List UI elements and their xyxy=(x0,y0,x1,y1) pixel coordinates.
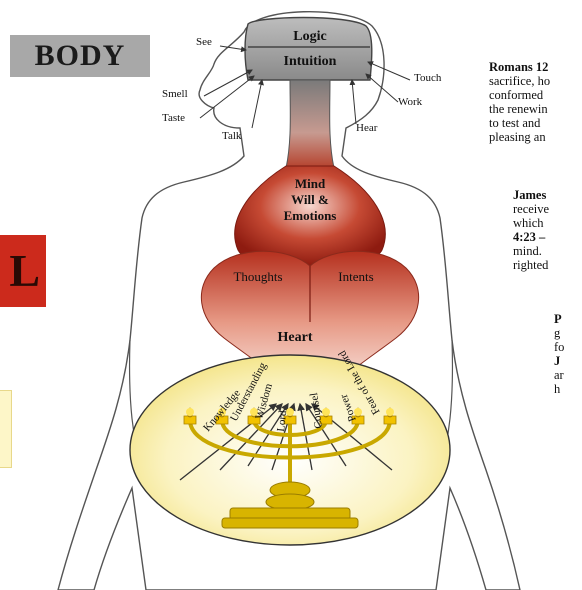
thoughts-label: Thoughts xyxy=(233,269,282,284)
verse-romans-line: to test and xyxy=(489,116,550,130)
sense-see: See xyxy=(196,36,212,48)
sense-smell: Smell xyxy=(162,88,188,100)
verse-james-line: receive xyxy=(513,202,549,216)
sense-talk: Talk xyxy=(222,130,241,142)
verse-romans-line: pleasing an xyxy=(489,130,550,144)
neck-channel xyxy=(286,80,334,168)
spirit-word: Lord xyxy=(275,409,289,432)
verse-third-ref-p: P xyxy=(554,312,562,326)
verse-romans: Romans 12 sacrifice, ho conformed the re… xyxy=(489,60,550,144)
will-label: Will & xyxy=(291,192,329,207)
verse-third-line: fo xyxy=(554,340,564,354)
mind-label: Mind xyxy=(295,176,326,191)
heart-label: Heart xyxy=(278,330,313,345)
verse-third-line: ar xyxy=(554,368,564,382)
emotions-label: Emotions xyxy=(284,208,337,223)
sense-touch: Touch xyxy=(414,72,441,84)
verse-james-line: mind. xyxy=(513,244,549,258)
sense-work: Work xyxy=(398,96,422,108)
verse-third-line: h xyxy=(554,382,564,396)
verse-third-ref-j: J xyxy=(554,354,560,368)
intents-label: Intents xyxy=(338,269,373,284)
verse-james-ref2: 4:23 – xyxy=(513,230,545,244)
verse-romans-line: the renewin xyxy=(489,102,550,116)
logic-label: Logic xyxy=(293,29,326,44)
sense-taste: Taste xyxy=(162,112,185,124)
verse-third-line: g xyxy=(554,326,564,340)
verse-third: P g fo J ar h xyxy=(554,312,564,396)
brain-area xyxy=(245,18,372,81)
verse-james-line: righted xyxy=(513,258,549,272)
verse-romans-ref: Romans 12 xyxy=(489,60,548,74)
verse-james: James receive which 4:23 – mind. righted xyxy=(513,188,549,272)
verse-romans-line: sacrifice, ho xyxy=(489,74,550,88)
verse-james-ref: James xyxy=(513,188,546,202)
sense-hear: Hear xyxy=(356,122,377,134)
verse-james-line: which xyxy=(513,216,549,230)
verse-romans-line: conformed xyxy=(489,88,550,102)
intuition-label: Intuition xyxy=(284,54,337,69)
